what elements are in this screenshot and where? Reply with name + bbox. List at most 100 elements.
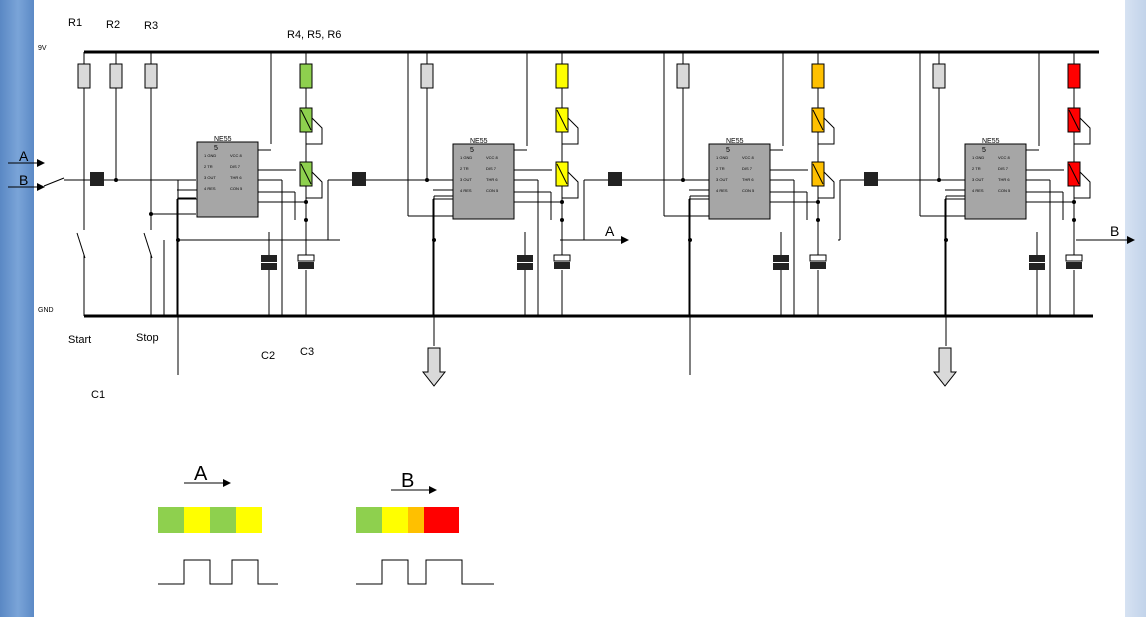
ic-pin-label: VCC 8: [742, 155, 755, 160]
capacitor-c3: [297, 254, 315, 262]
ic-pin-label: 1 GND: [972, 155, 984, 160]
timer-ic: [964, 143, 1027, 220]
ic-pin-label: 2 TR: [204, 164, 213, 169]
timer-ic: [196, 141, 259, 218]
ic-pin-label: 1 GND: [460, 155, 472, 160]
timer-ic-name: NE55: [470, 138, 488, 145]
trimmer-link: [818, 117, 835, 145]
trimmer-link: [1074, 117, 1091, 145]
capacitor-c3: [553, 254, 571, 262]
ic-pin-label: VCC 8: [486, 155, 499, 160]
coupling-capacitor: [608, 172, 622, 186]
timer-ic: [708, 143, 771, 220]
resistor-r4: [1067, 63, 1081, 89]
trimmer-link: [562, 171, 579, 199]
resistor-gray: [932, 63, 946, 89]
timer-ic: [452, 143, 515, 220]
trimmer-wiper: [556, 109, 568, 131]
legend-swatch: [356, 507, 382, 533]
timer-ic-name-suffix: 5: [214, 145, 218, 152]
junction-dot: [816, 218, 820, 222]
stop-switch[interactable]: [143, 232, 153, 259]
capacitor-c2: [261, 263, 277, 270]
ic-pin-label: 4 RES: [972, 188, 984, 193]
capacitor-c2: [773, 263, 789, 270]
junction-dot: [425, 178, 429, 182]
capacitor-c2: [517, 263, 533, 270]
ic-pin-label: 4 RES: [716, 188, 728, 193]
rail-label-9v: 9V: [38, 45, 47, 52]
ic-pin-label: CON 5: [486, 188, 499, 193]
input-switch-lever: [43, 177, 65, 187]
trimmer-wiper: [812, 109, 824, 131]
capacitor-c1-input: [90, 172, 104, 186]
capacitor-c3: [298, 262, 314, 269]
rail-label-gnd: GND: [38, 307, 54, 314]
trimmer-link: [306, 117, 323, 145]
trimmer-link: [818, 171, 835, 199]
input-label-b: B: [19, 172, 28, 188]
junction-dot: [937, 178, 941, 182]
ic-pin-label: DIS 7: [230, 164, 241, 169]
resistor-r4: [811, 63, 825, 89]
ic-pin-label: CON 5: [998, 188, 1011, 193]
ic-pin-label: CON 5: [230, 186, 243, 191]
resistor-r4: [555, 63, 569, 89]
capacitor-c3: [554, 262, 570, 269]
ic-pin-label: CON 5: [742, 188, 755, 193]
ic-pin-label: 1 GND: [716, 155, 728, 160]
ic-pin-label: VCC 8: [998, 155, 1011, 160]
timer-ic-name-suffix: 5: [726, 147, 730, 154]
resistor-r4: [299, 63, 313, 89]
timer-ic-name: NE55: [726, 138, 744, 145]
capacitor-c2: [1029, 255, 1045, 262]
legend-a-label: A: [194, 463, 208, 485]
ic-pin-label: THR 6: [998, 177, 1010, 182]
ic-pin-label: THR 6: [230, 175, 242, 180]
trimmer-wiper: [1068, 163, 1080, 185]
legend-swatch: [210, 507, 236, 533]
capacitor-c2: [773, 255, 789, 262]
label-start: Start: [68, 334, 91, 346]
resistor-gray: [676, 63, 690, 89]
resistor-r1: [77, 63, 91, 89]
timer-ic-name-suffix: 5: [982, 147, 986, 154]
junction-dot: [1072, 218, 1076, 222]
ic-pin-label: 3 OUT: [460, 177, 472, 182]
start-switch[interactable]: [76, 232, 86, 259]
capacitor-c2: [517, 255, 533, 262]
ic-pin-label: DIS 7: [486, 166, 497, 171]
down-arrow: [932, 347, 958, 387]
junction-dot: [149, 212, 153, 216]
trimmer-link: [306, 171, 323, 199]
coupling-capacitor: [352, 172, 366, 186]
ic-pin-label: DIS 7: [998, 166, 1009, 171]
ic-pin-label: 2 TR: [716, 166, 725, 171]
legend-b-waveform: [356, 559, 494, 585]
trimmer-wiper: [300, 109, 312, 131]
label-stop: Stop: [136, 332, 159, 344]
ic-pin-label: THR 6: [742, 177, 754, 182]
ic-pin-label: 3 OUT: [972, 177, 984, 182]
input-label-a: A: [19, 148, 29, 164]
legend-a-waveform: [158, 559, 278, 585]
ic-pin-label: 2 TR: [972, 166, 981, 171]
ic-pin-label: 4 RES: [460, 188, 472, 193]
legend-b-colors: [356, 507, 459, 533]
junction-dot: [304, 218, 308, 222]
ic-pin-label: DIS 7: [742, 166, 753, 171]
label-r2: R2: [106, 19, 120, 31]
capacitor-c2: [1029, 263, 1045, 270]
capacitor-c3: [809, 254, 827, 262]
ic-pin-label: 3 OUT: [716, 177, 728, 182]
window-right-edge: [1125, 0, 1146, 617]
timer-ic-name-suffix: 5: [470, 147, 474, 154]
trimmer-wiper: [1068, 109, 1080, 131]
ic-pin-label: 2 TR: [460, 166, 469, 171]
label-r456: R4, R5, R6: [287, 29, 341, 41]
label-c3: C3: [300, 346, 314, 358]
junction-dot: [560, 218, 564, 222]
